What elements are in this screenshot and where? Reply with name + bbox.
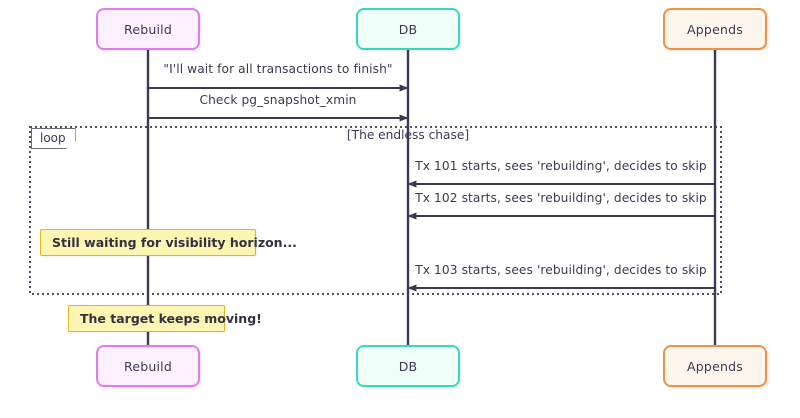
loop-fragment-border <box>29 126 722 295</box>
message-label-m3: Tx 101 starts, sees 'rebuilding', decide… <box>415 159 707 173</box>
actor-label-appends-bottom: Appends <box>687 358 743 374</box>
actor-box-db-bottom[interactable]: DB <box>356 345 460 387</box>
message-label-m4: Tx 102 starts, sees 'rebuilding', decide… <box>415 191 707 205</box>
actor-label-appends-top: Appends <box>687 21 743 37</box>
message-arrows <box>148 84 715 292</box>
loop-fragment-tag: loop <box>31 128 76 149</box>
actor-box-rebuild-bottom[interactable]: Rebuild <box>96 345 200 387</box>
actor-box-appends-bottom[interactable]: Appends <box>663 345 767 387</box>
loop-fragment-title: [The endless chase] <box>346 128 470 142</box>
message-label-m2: Check pg_snapshot_xmin <box>199 93 357 107</box>
actor-box-rebuild-top[interactable]: Rebuild <box>96 8 200 50</box>
note-still-waiting: Still waiting for visibility horizon... <box>40 229 297 256</box>
message-label-m1: "I'll wait for all transactions to finis… <box>163 62 393 76</box>
note-target-keeps-moving: The target keeps moving! <box>68 305 262 332</box>
actor-box-appends-top[interactable]: Appends <box>663 8 767 50</box>
actor-label-db-top: DB <box>398 21 418 37</box>
message-label-m5: Tx 103 starts, sees 'rebuilding', decide… <box>415 263 707 277</box>
lifelines <box>146 50 717 345</box>
actor-label-db-bottom: DB <box>398 358 418 374</box>
actor-box-db-top[interactable]: DB <box>356 8 460 50</box>
actor-label-rebuild-bottom: Rebuild <box>124 358 172 374</box>
actor-label-rebuild-top: Rebuild <box>124 21 172 37</box>
